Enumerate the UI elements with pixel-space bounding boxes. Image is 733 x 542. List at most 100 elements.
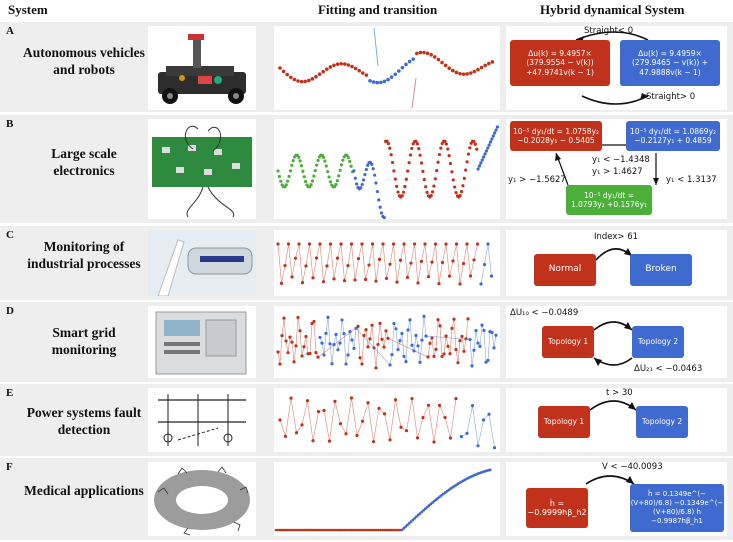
data-point xyxy=(432,354,436,358)
data-point xyxy=(344,528,348,532)
data-point xyxy=(430,260,434,264)
data-point xyxy=(356,257,361,261)
data-point xyxy=(416,344,420,348)
data-point xyxy=(393,72,397,77)
data-point xyxy=(410,146,414,151)
data-point xyxy=(378,321,382,325)
data-point xyxy=(462,176,466,180)
data-point xyxy=(326,528,330,532)
data-point xyxy=(451,68,455,73)
data-point xyxy=(402,354,406,358)
row-c: C Monitoring of industrial processes Nor… xyxy=(0,226,733,300)
data-point xyxy=(360,182,364,187)
data-point xyxy=(385,139,389,143)
data-point xyxy=(446,147,450,151)
data-point xyxy=(476,444,480,448)
data-point xyxy=(344,362,348,366)
data-point xyxy=(279,179,283,183)
data-point xyxy=(376,342,380,347)
data-point xyxy=(286,179,290,183)
mode-box-broken: Broken xyxy=(630,254,692,286)
data-point xyxy=(437,282,441,286)
data-point xyxy=(389,75,394,79)
data-point xyxy=(353,278,357,282)
data-point xyxy=(278,418,282,422)
data-point xyxy=(308,528,312,532)
data-point xyxy=(386,336,390,340)
data-point xyxy=(355,182,359,186)
data-point xyxy=(409,520,413,524)
data-point xyxy=(444,242,448,246)
data-point xyxy=(397,528,400,532)
data-point xyxy=(382,79,387,84)
hybrid-system-panel: Normal Broken Index> 61 xyxy=(506,230,727,296)
data-point xyxy=(414,139,418,143)
data-point xyxy=(354,326,358,330)
data-point xyxy=(360,419,365,423)
data-point xyxy=(287,174,291,178)
data-point xyxy=(332,277,336,281)
data-point xyxy=(429,194,433,198)
data-point xyxy=(380,337,384,341)
transition-line xyxy=(373,27,379,67)
row-title: Autonomous vehicles and robots xyxy=(23,45,145,77)
hybrid-system-panel: ḣ = −0.9999hβ_h2 ḣ = 0.1349e^(−(V+80)/6.… xyxy=(506,462,727,536)
data-point xyxy=(435,169,439,173)
transition-line xyxy=(411,77,417,109)
data-point xyxy=(316,355,320,359)
data-point xyxy=(318,335,322,340)
data-point xyxy=(407,521,411,525)
data-point xyxy=(395,280,399,284)
data-point xyxy=(469,71,473,75)
data-point xyxy=(336,348,340,352)
data-point xyxy=(346,353,350,357)
data-point xyxy=(447,274,452,278)
data-point xyxy=(303,79,307,84)
data-point xyxy=(293,256,298,260)
data-point xyxy=(408,153,413,157)
data-point xyxy=(405,275,410,280)
data-point xyxy=(397,69,401,73)
data-point xyxy=(450,326,454,331)
data-point xyxy=(411,57,415,61)
transition-label: y₁ > −1.5627 xyxy=(508,175,566,185)
data-point xyxy=(341,158,345,162)
data-point xyxy=(364,528,368,532)
data-point xyxy=(380,528,384,532)
data-point xyxy=(313,168,317,173)
data-point xyxy=(402,526,406,530)
wind-turbine-image xyxy=(148,230,256,296)
data-point xyxy=(283,434,288,439)
data-point xyxy=(454,242,459,246)
data-point xyxy=(418,153,422,157)
data-point xyxy=(406,328,410,332)
data-point xyxy=(346,264,350,268)
data-point xyxy=(436,160,440,164)
data-point xyxy=(488,468,492,472)
data-point xyxy=(363,173,367,177)
data-point xyxy=(322,408,326,413)
data-point xyxy=(399,425,403,429)
row-title: Power systems fault detection xyxy=(26,405,142,437)
data-point xyxy=(366,163,370,167)
data-point xyxy=(452,317,456,321)
fitting-plot xyxy=(274,306,500,378)
data-point xyxy=(375,80,379,85)
data-point xyxy=(321,69,325,74)
data-point xyxy=(379,211,384,215)
data-point xyxy=(390,160,395,165)
data-point xyxy=(476,67,480,72)
data-point xyxy=(299,164,304,168)
data-point xyxy=(442,352,446,356)
data-point xyxy=(310,528,314,532)
data-point xyxy=(395,184,399,188)
data-point xyxy=(332,63,336,68)
data-point xyxy=(286,351,290,355)
data-point xyxy=(388,146,392,150)
data-point xyxy=(364,73,369,77)
data-point xyxy=(375,528,379,532)
data-point xyxy=(465,72,469,76)
data-point xyxy=(410,343,414,347)
data-point xyxy=(368,79,372,83)
data-point xyxy=(357,68,361,73)
